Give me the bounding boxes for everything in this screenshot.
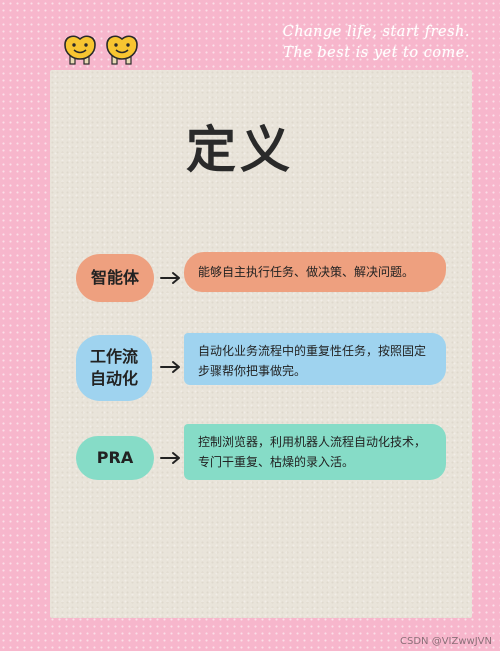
label-line-1: 工作流 <box>89 347 138 366</box>
tagline-line-1: Change life, start fresh. <box>282 24 470 40</box>
label-line-2: 自动化 <box>89 369 138 388</box>
label-pill-pra: PRA <box>76 436 154 480</box>
desc-box-pra: 控制浏览器，利用机器人流程自动化技术，专门干重复、枯燥的录入活。 <box>184 424 446 480</box>
smiley-icon <box>106 35 138 65</box>
desc-box-workflow: 自动化业务流程中的重复性任务，按照固定步骤帮你把事做完。 <box>184 333 446 385</box>
arrow-right-icon <box>160 361 180 373</box>
smiley-icon <box>64 35 96 65</box>
label-pill-agent: 智能体 <box>76 254 154 302</box>
watermark: CSDN @VIZwwJVN <box>400 636 492 647</box>
tagline-line-2: The best is yet to come. <box>283 45 470 61</box>
arrow-right-icon <box>160 272 180 284</box>
page-title: 定义 <box>186 121 294 179</box>
label-pill-workflow: 工作流 自动化 <box>76 335 152 401</box>
desc-box-agent: 能够自主执行任务、做决策、解决问题。 <box>184 252 446 292</box>
arrow-right-icon <box>160 452 180 464</box>
